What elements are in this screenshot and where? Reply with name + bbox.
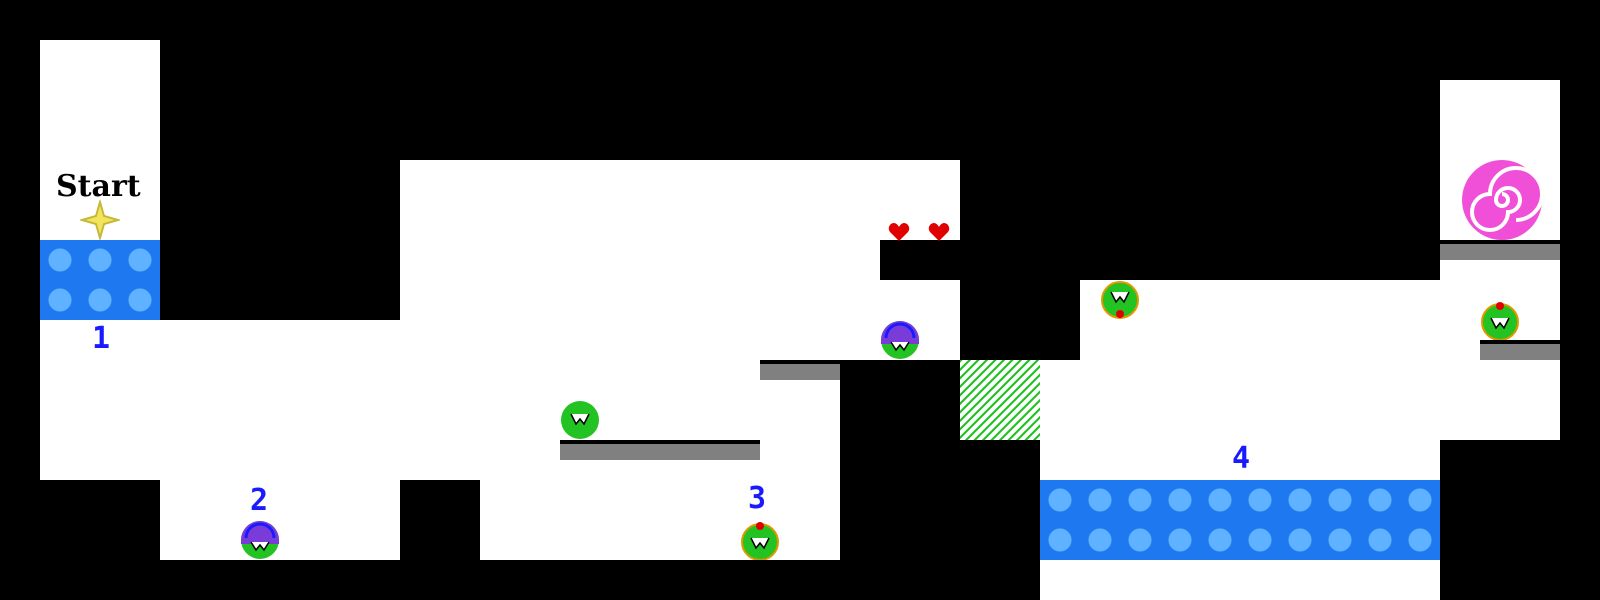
water-pool-right: [1040, 480, 1440, 560]
ledge-central: [560, 440, 760, 460]
heart-icon[interactable]: [888, 222, 910, 242]
central-pillar: [840, 360, 960, 600]
heart-icon[interactable]: [928, 222, 950, 242]
pink-spiral-portal-icon[interactable]: [1460, 158, 1544, 242]
ledge-goal-lower: [1480, 340, 1560, 360]
green-hatched-gate[interactable]: [960, 360, 1040, 440]
start-label: Start: [56, 169, 141, 204]
upper-right-block: [960, 240, 1080, 280]
ledge-goal: [1440, 240, 1560, 260]
lower-corridor-left: [160, 320, 400, 560]
gap-column: [1000, 280, 1080, 360]
lower-mid-divider: [960, 440, 1040, 600]
ledge-upper-mid: [760, 360, 840, 380]
sparkle-star-icon: [80, 200, 120, 240]
green-blob-with-flower[interactable]: [1480, 300, 1520, 340]
upper-right-passage: [1080, 280, 1440, 360]
purple-helmet-blob[interactable]: [240, 520, 280, 560]
purple-helmet-blob[interactable]: [880, 320, 920, 360]
goal-shaft: [1440, 80, 1560, 440]
water-block-start: [40, 240, 160, 320]
checkpoint-4: 4: [1232, 441, 1251, 476]
checkpoint-3: 3: [748, 481, 767, 516]
green-blob-with-flower[interactable]: [1100, 280, 1140, 320]
green-blob[interactable]: [560, 400, 600, 440]
checkpoint-2: 2: [250, 483, 269, 518]
lower-corridor-mid: [480, 480, 840, 560]
heart-shelf: [880, 240, 960, 280]
green-blob-with-flower[interactable]: [740, 520, 780, 560]
checkpoint-1: 1: [92, 321, 111, 356]
